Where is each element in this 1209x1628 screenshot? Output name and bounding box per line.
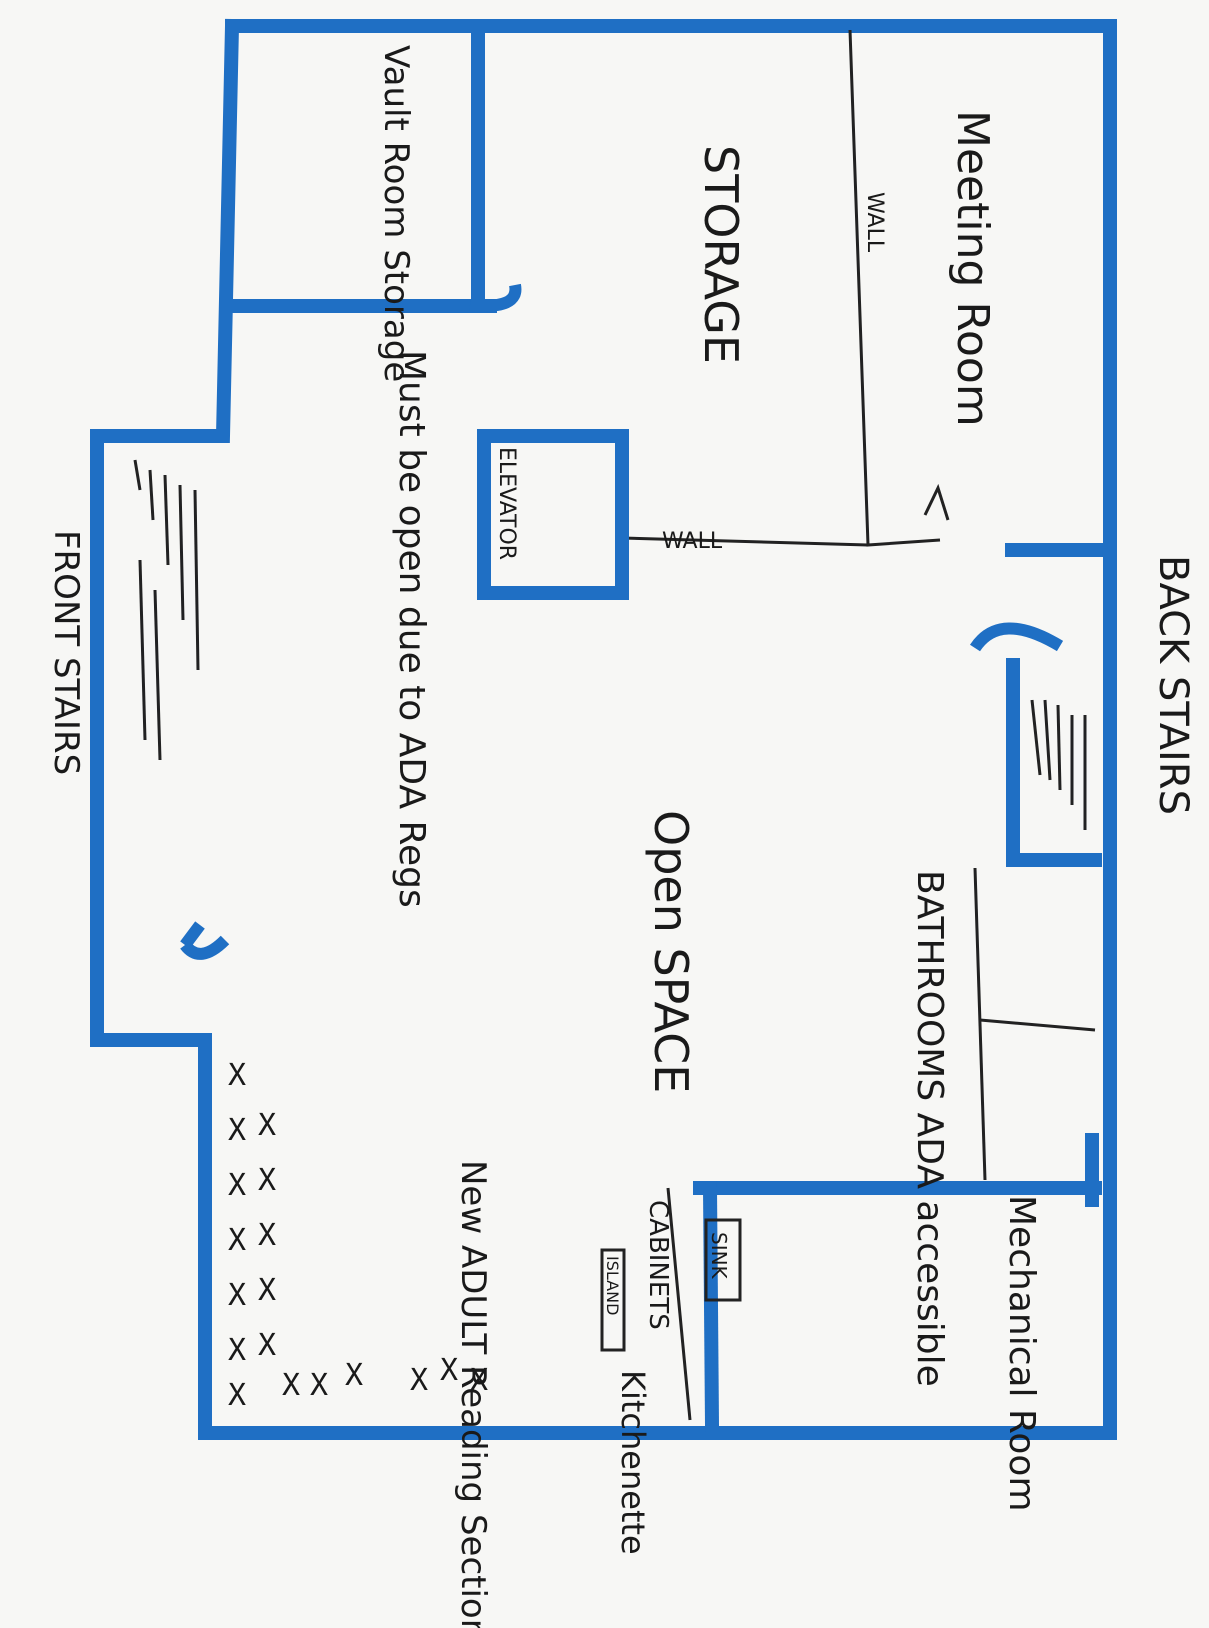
seating-marks: X X X X X X X X X X X X X X X X X X bbox=[228, 1058, 488, 1413]
interior-thin-walls bbox=[621, 29, 1096, 1421]
x-mark: X bbox=[282, 1368, 300, 1403]
kitchenette-label: Kitchenette bbox=[614, 1370, 652, 1555]
cabinets-label: CABINETS bbox=[643, 1200, 673, 1330]
x-mark: X bbox=[228, 1113, 246, 1148]
x-mark: X bbox=[228, 1333, 246, 1368]
x-mark: X bbox=[258, 1218, 276, 1253]
open-space-label: Open SPACE bbox=[644, 810, 698, 1093]
x-mark: X bbox=[345, 1358, 363, 1393]
vault-door-swing bbox=[469, 283, 522, 312]
x-mark: X bbox=[310, 1368, 328, 1403]
sink-label: SINK bbox=[707, 1232, 731, 1280]
wall-label-lower: WALL bbox=[662, 529, 723, 554]
mechanical-room-walls bbox=[693, 1133, 1102, 1433]
back-stairs bbox=[969, 543, 1117, 867]
meeting-room-label: Meeting Room bbox=[947, 110, 998, 427]
sink-box bbox=[704, 1218, 742, 1302]
vault-room-walls bbox=[225, 19, 522, 313]
front-stairs bbox=[133, 459, 230, 960]
x-mark: X bbox=[258, 1273, 276, 1308]
vault-room-storage-label: Vault Room Storage bbox=[376, 45, 416, 382]
new-adult-reading-label: New ADULT Reading Section bbox=[453, 1160, 493, 1628]
x-mark: X bbox=[440, 1353, 458, 1388]
storage-label: STORAGE bbox=[694, 145, 748, 364]
x-mark: X bbox=[228, 1168, 246, 1203]
x-mark: X bbox=[258, 1328, 276, 1363]
back-stairs-arrow bbox=[969, 622, 1064, 652]
x-mark: X bbox=[228, 1058, 246, 1093]
x-mark: X bbox=[228, 1223, 246, 1258]
x-mark: X bbox=[228, 1278, 246, 1313]
x-mark: X bbox=[470, 1363, 488, 1398]
wall-label-upper: WALL bbox=[862, 192, 887, 253]
island-label: ISLAND bbox=[603, 1256, 622, 1315]
island-box bbox=[600, 1248, 626, 1352]
ada-note-label: Must be open due to ADA Regs bbox=[391, 350, 432, 908]
x-mark: X bbox=[258, 1163, 276, 1198]
x-mark: X bbox=[258, 1108, 276, 1143]
front-stairs-arrow bbox=[180, 921, 230, 960]
x-mark: X bbox=[410, 1363, 428, 1398]
x-mark: X bbox=[228, 1378, 246, 1413]
bathrooms-label: BATHROOMS ADA accessible bbox=[909, 870, 950, 1387]
exterior-walls bbox=[90, 18, 1117, 1440]
elevator bbox=[477, 429, 629, 600]
mechanical-room-label: Mechanical Room bbox=[1001, 1195, 1042, 1512]
back-stairs-label: BACK STAIRS bbox=[1150, 555, 1196, 815]
elevator-label: ELEVATOR bbox=[494, 447, 519, 560]
kitchen-fixtures bbox=[600, 1218, 742, 1352]
front-stairs-label: FRONT STAIRS bbox=[46, 530, 86, 775]
